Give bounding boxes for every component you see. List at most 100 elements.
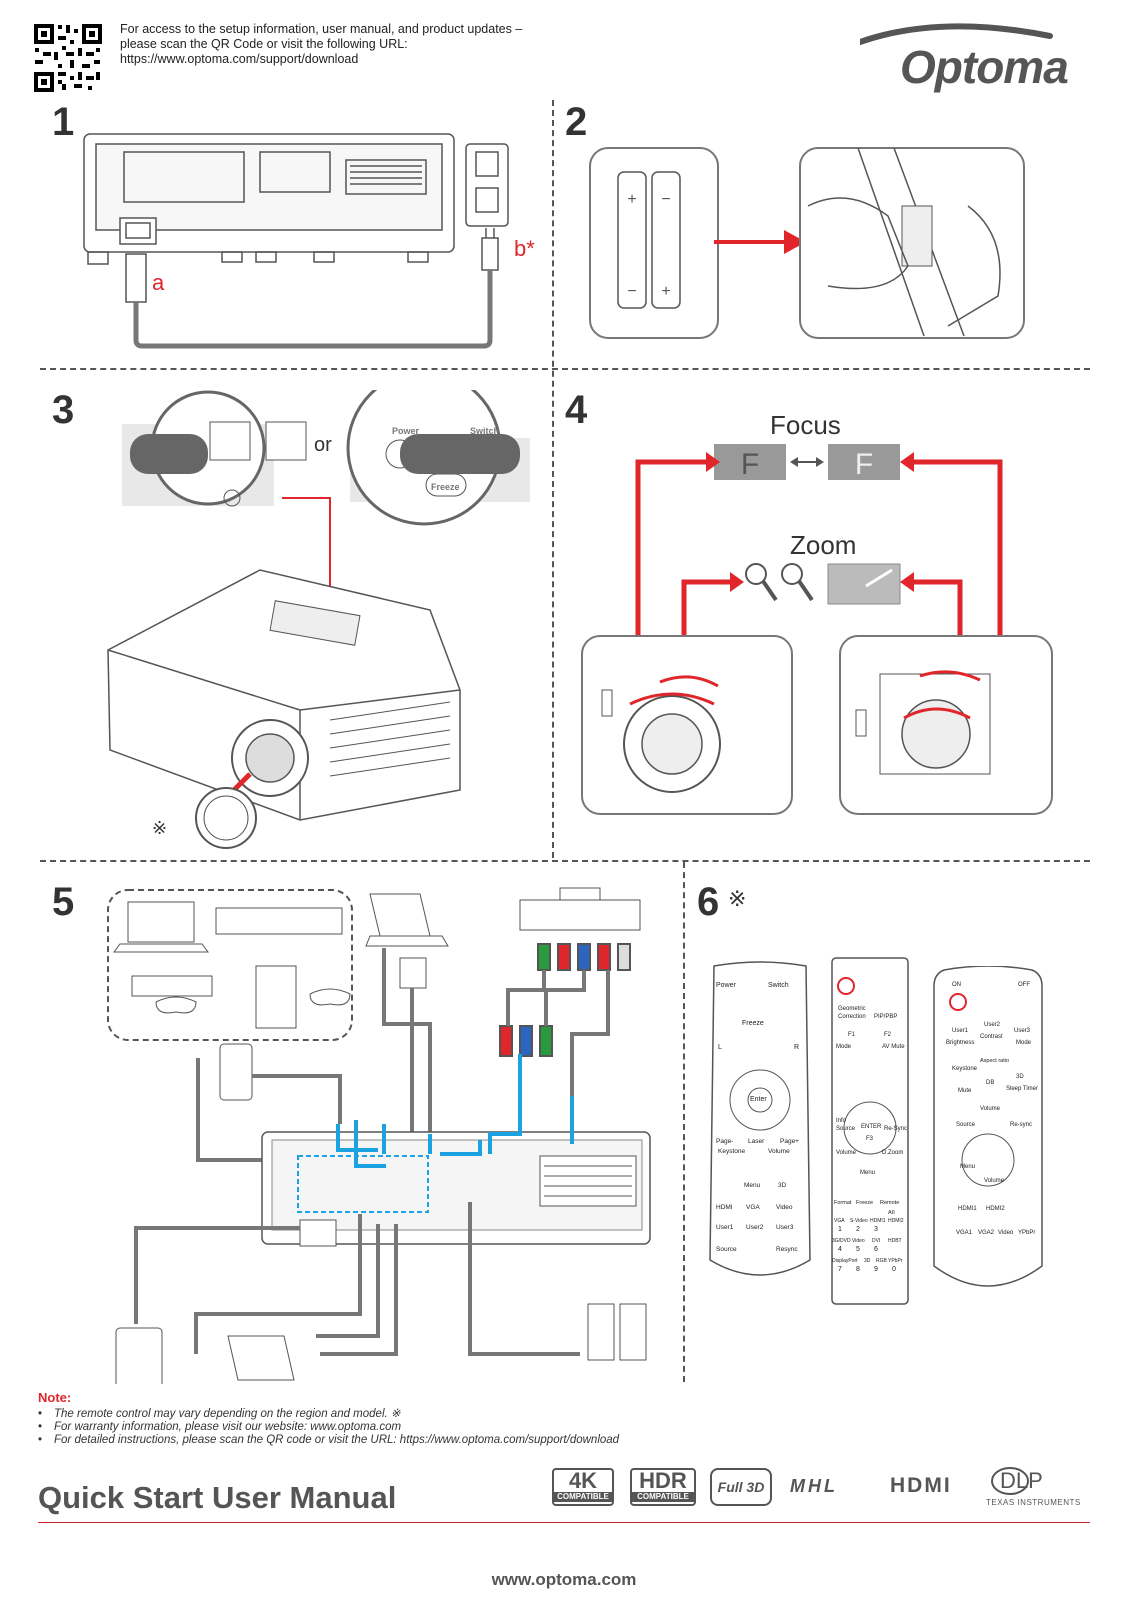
r3-resync-button[interactable]: Re-sync: [1010, 1122, 1033, 1128]
r2-key-8[interactable]: 8: [856, 1266, 860, 1273]
r1-enter-button[interactable]: Enter: [750, 1096, 767, 1103]
r3-user2-button[interactable]: User2: [984, 1022, 1001, 1028]
switch-label: Switch: [470, 426, 500, 436]
r2-menu-button[interactable]: Menu: [860, 1170, 876, 1176]
r2-resync-button[interactable]: Re-Sync: [884, 1126, 908, 1132]
r3-hdmi2-button[interactable]: HDMI2: [986, 1206, 1005, 1212]
r1-source-button[interactable]: Source: [716, 1246, 737, 1253]
r1-hdmi-button[interactable]: HDMI: [716, 1204, 733, 1211]
r2-dzoom-label: D.Zoom: [882, 1150, 904, 1156]
optoma-logo: Optoma: [860, 20, 1080, 93]
step-6-mark: ※: [728, 886, 747, 911]
r2-enter-button[interactable]: ENTER: [861, 1124, 882, 1130]
r2-f1-button[interactable]: F1: [848, 1032, 856, 1038]
r2-ypbpr-label: YPbPr: [888, 1258, 903, 1264]
r1-laser[interactable]: Laser: [748, 1138, 765, 1145]
r2-pip-pbp-button[interactable]: PIP/PBP: [874, 1014, 898, 1020]
r1-freeze-button[interactable]: Freeze: [742, 1020, 764, 1027]
r2-freeze-button[interactable]: Freeze: [856, 1200, 874, 1206]
r1-user2-button[interactable]: User2: [746, 1224, 764, 1231]
r1-power-label: Power: [716, 982, 736, 989]
r2-dvi-label: DVI: [872, 1238, 881, 1244]
label-b: b*: [514, 236, 535, 261]
intro-line-1: For access to the setup information, use…: [120, 22, 523, 36]
r1-vga-button[interactable]: VGA: [746, 1204, 760, 1211]
r2-av-mute-button[interactable]: AV Mute: [882, 1044, 905, 1050]
r2-mode-button[interactable]: Mode: [836, 1044, 852, 1050]
r2-format-button[interactable]: Format: [834, 1200, 852, 1206]
r2-3d-label: 3D: [864, 1258, 871, 1264]
badge-full-3d: Full 3D: [710, 1468, 772, 1506]
r1-resync-button[interactable]: Resync: [776, 1246, 798, 1253]
r3-ypbpr-button[interactable]: YPbPr: [1018, 1230, 1036, 1236]
r2-f3-button[interactable]: F3: [866, 1136, 874, 1142]
badge-4k-text: 4K: [568, 1468, 598, 1493]
r2-info-button[interactable]: Info: [836, 1118, 847, 1124]
r3-vga1-button[interactable]: VGA1: [956, 1230, 973, 1236]
r2-key-3[interactable]: 3: [874, 1226, 878, 1233]
r3-mute-label: Mute: [958, 1088, 972, 1094]
r3-off-label: OFF: [1018, 982, 1030, 988]
r2-key-6[interactable]: 6: [874, 1246, 878, 1253]
r1-l-button[interactable]: L: [718, 1044, 722, 1051]
r2-key-5[interactable]: 5: [856, 1246, 860, 1253]
r2-hdmi1-label: HDMI1: [870, 1218, 886, 1224]
divider-horizontal-2: [40, 860, 1090, 862]
r1-keystone-label: Keystone: [718, 1148, 746, 1155]
label-a: a: [152, 270, 165, 295]
svg-text:−: −: [661, 191, 670, 208]
r2-hdbt-label: HDBT: [888, 1238, 902, 1244]
r3-3d-button[interactable]: 3D: [1016, 1074, 1024, 1080]
r2-source-button[interactable]: Source: [836, 1126, 856, 1132]
note-title: Note:: [38, 1390, 72, 1405]
r3-menu-button[interactable]: Menu: [960, 1164, 976, 1170]
r2-f2-button[interactable]: F2: [884, 1032, 892, 1038]
r3-vga2-button[interactable]: VGA2: [978, 1230, 995, 1236]
badge-hdr-sub: COMPATIBLE: [632, 1492, 694, 1502]
badge-hdr: HDR COMPATIBLE: [630, 1468, 696, 1506]
focus-sharp-letter: F: [855, 448, 873, 481]
r1-user3-button[interactable]: User3: [776, 1224, 794, 1231]
remote-control-3: ON OFF User1 User2 User3 Brightness Cont…: [930, 966, 1046, 1296]
r1-page-plus[interactable]: Page+: [780, 1138, 799, 1145]
r2-key-7[interactable]: 7: [838, 1266, 842, 1273]
notes-list: The remote control may vary depending on…: [38, 1408, 619, 1447]
r2-key-1[interactable]: 1: [838, 1226, 842, 1233]
step-3-illustration: or Power Switch Freeze ※: [100, 370, 540, 852]
footer-rule: [38, 1522, 1090, 1523]
r2-rgb-label: RGB: [876, 1258, 887, 1264]
r1-video-button[interactable]: Video: [776, 1204, 793, 1211]
r2-key-2[interactable]: 2: [856, 1226, 860, 1233]
r1-r-button[interactable]: R: [794, 1044, 800, 1051]
r2-correction-label: Correction: [838, 1014, 866, 1020]
lens-cap-mark: ※: [152, 818, 168, 838]
r3-source-button[interactable]: Source: [956, 1122, 976, 1128]
r1-user1-button[interactable]: User1: [716, 1224, 734, 1231]
r1-page-minus[interactable]: Page-: [716, 1138, 734, 1145]
footer-url[interactable]: www.optoma.com: [491, 1570, 637, 1589]
r2-remote-button[interactable]: Remote: [880, 1200, 900, 1206]
badge-dlp-sub: TEXAS INSTRUMENTS: [986, 1498, 1081, 1507]
note-item: For warranty information, please visit o…: [38, 1421, 619, 1434]
r3-aspect-ratio-label: Aspect ratio: [980, 1058, 1010, 1064]
r2-vga-label: VGA: [834, 1218, 845, 1224]
step-number-5: 5: [52, 880, 75, 924]
r2-key-4[interactable]: 4: [838, 1246, 842, 1253]
r2-key-9[interactable]: 9: [874, 1266, 878, 1273]
r3-volume-up-label: Volume: [980, 1106, 1001, 1112]
r1-3d-button[interactable]: 3D: [778, 1182, 787, 1189]
r3-user1-button[interactable]: User1: [952, 1028, 969, 1034]
badge-hdmi: HDMI: [890, 1474, 952, 1497]
r3-video-button[interactable]: Video: [998, 1230, 1014, 1236]
r3-contrast-label: Contrast: [980, 1034, 1003, 1040]
r2-aii-button[interactable]: AII: [888, 1210, 895, 1216]
badge-hdr-text: HDR: [639, 1468, 687, 1493]
r3-hdmi1-button[interactable]: HDMI1: [958, 1206, 977, 1212]
r3-dbl-label: DB: [986, 1080, 995, 1086]
r2-key-0[interactable]: 0: [892, 1266, 896, 1273]
r2-hdmi2-label: HDMI2: [888, 1218, 904, 1224]
svg-text:+: +: [661, 283, 670, 300]
step-2-illustration: + − − +: [588, 146, 1028, 346]
r3-user3-button[interactable]: User3: [1014, 1028, 1031, 1034]
r1-menu-button[interactable]: Menu: [744, 1182, 761, 1189]
